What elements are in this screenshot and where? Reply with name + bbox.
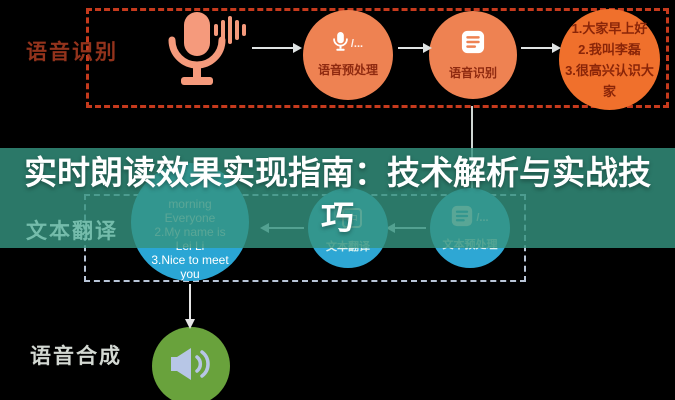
arrow-right-icon bbox=[521, 43, 561, 53]
node-speech-recognize: 语音识别 bbox=[429, 11, 517, 99]
node-recognition-result: 1.大家早上好 2.我叫李磊 3.很高兴认识大家 bbox=[559, 9, 660, 110]
page-title-line2: 巧 bbox=[321, 199, 354, 236]
page-title-line1: 实时朗读效果实现指南：技术解析与实战技 bbox=[24, 154, 651, 191]
mic-small-icon bbox=[333, 32, 348, 56]
label-speech-synthesis: 语音合成 bbox=[30, 345, 122, 368]
title-banner bbox=[0, 148, 675, 248]
speech-recognition-box bbox=[86, 8, 669, 108]
sound-wave-icon bbox=[214, 15, 246, 50]
label-text-translation: 文本翻译 bbox=[26, 220, 118, 243]
microphone-icon bbox=[168, 12, 226, 91]
speaker-icon bbox=[169, 346, 213, 387]
arrow-right-icon bbox=[252, 43, 302, 53]
english-line: you bbox=[180, 267, 200, 281]
arrow-down-icon bbox=[185, 284, 195, 329]
document-icon bbox=[461, 30, 485, 59]
node-speech-preprocess: /... 语音预处理 bbox=[303, 10, 393, 100]
english-line: 3.Nice to meet bbox=[151, 253, 229, 267]
slash-ellipsis-label: /... bbox=[350, 38, 364, 50]
page-title: 实时朗读效果实现指南：技术解析与实战技 巧 bbox=[0, 150, 675, 240]
result-line: 3.很高兴认识大家 bbox=[565, 62, 654, 99]
arrow-right-icon bbox=[398, 43, 432, 53]
result-line: 2.我叫李磊 bbox=[578, 41, 641, 57]
node-label: 语音预处理 bbox=[317, 63, 378, 77]
result-line: 1.大家早上好 bbox=[571, 20, 648, 36]
node-label: 语音识别 bbox=[448, 65, 497, 80]
node-speech-synthesis bbox=[152, 327, 230, 400]
label-speech-recognition: 语音识别 bbox=[26, 41, 118, 64]
